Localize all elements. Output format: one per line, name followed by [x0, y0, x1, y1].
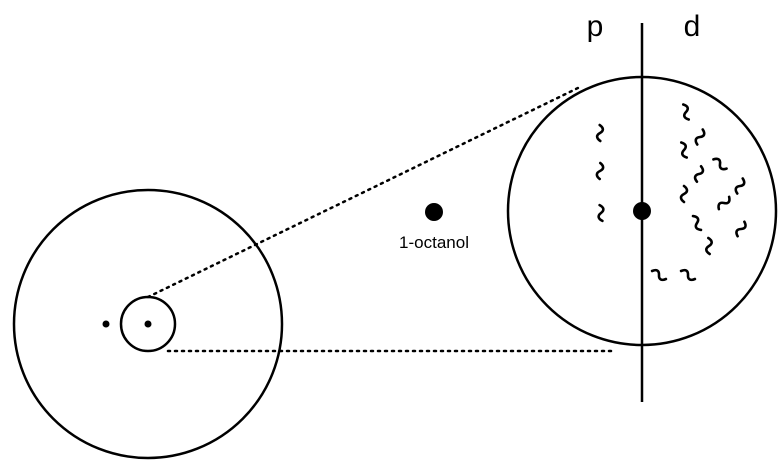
- distal-squiggle: [650, 268, 668, 282]
- distal-squiggle: [734, 177, 746, 195]
- octanol-label: 1-octanol: [399, 233, 469, 252]
- distal-label: d: [684, 10, 701, 43]
- overview-dot: [102, 320, 110, 328]
- distal-squiggle: [679, 141, 689, 159]
- proximal-squiggle: [595, 123, 605, 143]
- distal-squiggle: [735, 220, 747, 238]
- distal-squiggle: [693, 164, 705, 184]
- octanol-legend-dot: [425, 203, 443, 221]
- distal-squiggle: [691, 214, 703, 232]
- proximal-squiggles: [595, 123, 605, 223]
- distal-squiggle: [681, 103, 691, 121]
- proximal-label: p: [587, 10, 604, 43]
- proximal-squiggle: [597, 203, 605, 223]
- zoom-guide-upper: [146, 85, 582, 299]
- distal-squiggles: [650, 103, 747, 282]
- distal-squiggle: [694, 128, 706, 146]
- proximal-squiggle: [595, 161, 605, 181]
- distal-squiggle: [679, 268, 697, 282]
- distal-squiggle: [679, 184, 689, 204]
- overview-circle: [12, 188, 284, 460]
- distal-squiggle: [717, 195, 731, 211]
- distal-squiggle: [705, 236, 713, 256]
- inset-center-dot: [144, 320, 152, 328]
- distal-squiggle: [712, 157, 728, 171]
- octanol-source-dot: [633, 202, 651, 220]
